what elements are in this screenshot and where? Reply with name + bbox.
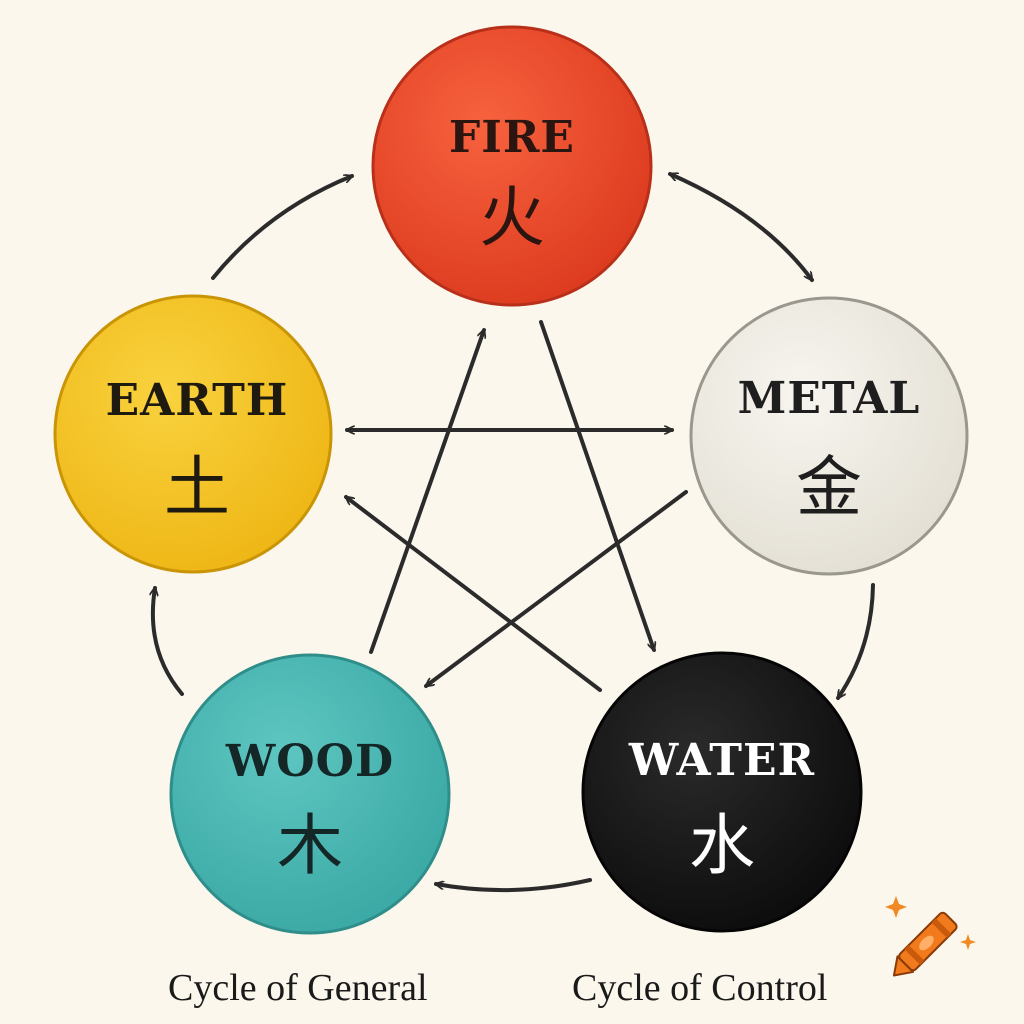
element-wood: WOOD 木 bbox=[169, 653, 451, 935]
water-glyph: 水 bbox=[689, 807, 755, 884]
earth-glyph: 土 bbox=[164, 449, 230, 526]
arrow-water-to-wood bbox=[434, 878, 592, 893]
element-fire: FIRE 火 bbox=[371, 25, 653, 307]
fire-label: FIRE bbox=[449, 112, 575, 163]
arrow-water-to-earth bbox=[346, 495, 602, 692]
caption-cycle-general: Cycle of General bbox=[168, 967, 428, 1009]
arrow-metal-to-water bbox=[836, 583, 875, 698]
metal-label: METAL bbox=[738, 373, 921, 424]
wood-glyph: 木 bbox=[277, 807, 343, 884]
earth-label: EARTH bbox=[106, 375, 289, 426]
wood-label: WOOD bbox=[225, 736, 394, 787]
element-metal: METAL 金 bbox=[689, 296, 969, 576]
element-water: WATER 水 bbox=[581, 651, 863, 933]
caption-cycle-control: Cycle of Control bbox=[572, 967, 828, 1009]
arrow-fire-metal bbox=[670, 172, 814, 280]
element-earth: EARTH 土 bbox=[53, 294, 333, 574]
wood-circle bbox=[169, 653, 451, 935]
outer-cycle-arrows bbox=[153, 172, 875, 893]
metal-circle bbox=[689, 296, 969, 576]
earth-circle bbox=[53, 294, 333, 574]
arrow-metal-to-wood bbox=[426, 490, 688, 688]
arrow-earth-to-fire bbox=[211, 176, 352, 280]
inner-star-arrows bbox=[346, 320, 688, 692]
crayon-icon bbox=[885, 896, 976, 977]
fire-circle bbox=[371, 25, 653, 307]
sparkle-icon bbox=[885, 896, 976, 950]
water-circle bbox=[581, 651, 863, 933]
arrow-wood-to-earth bbox=[153, 586, 184, 696]
fire-glyph: 火 bbox=[479, 179, 545, 256]
metal-glyph: 金 bbox=[796, 449, 862, 526]
arrow-wood-to-fire bbox=[369, 330, 484, 654]
water-label: WATER bbox=[628, 735, 815, 786]
arrow-fire-to-water bbox=[539, 320, 654, 650]
